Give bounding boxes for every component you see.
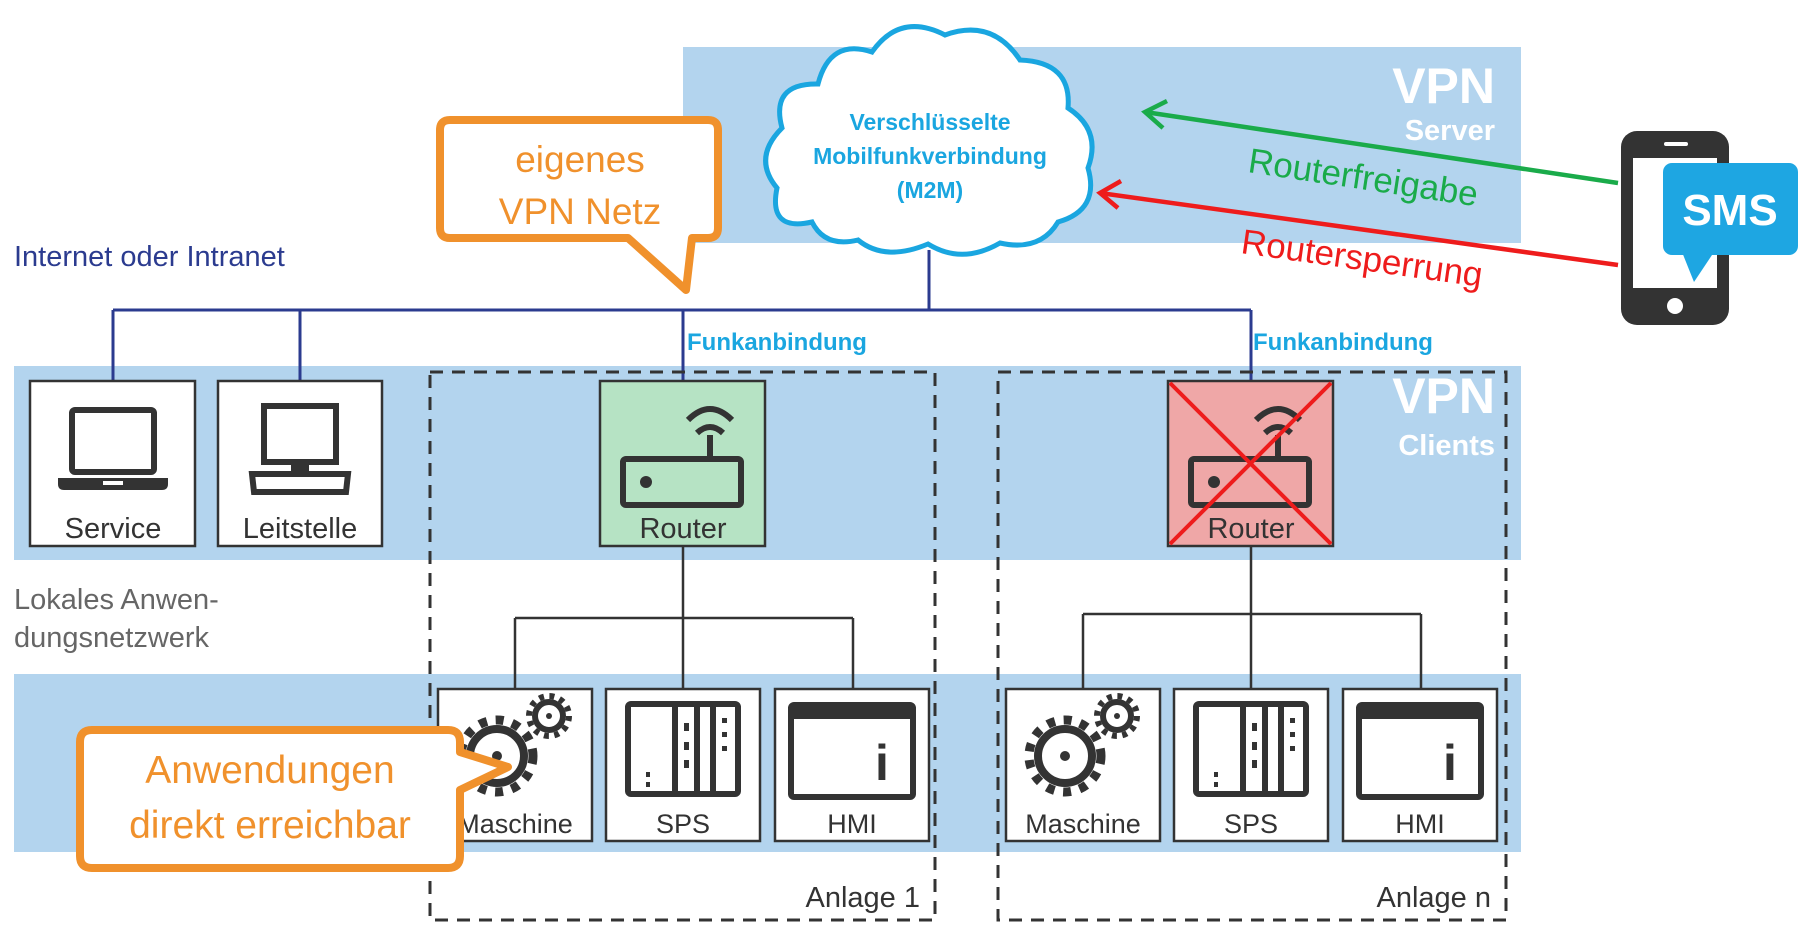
gears-icon <box>1024 693 1140 797</box>
cloud-text-1: Verschlüsselte <box>849 109 1010 135</box>
svg-text:i: i <box>875 735 889 791</box>
maschine-anlage-n: Maschine <box>1004 687 1162 843</box>
service-device: Service <box>28 379 197 548</box>
info-panel-icon: i <box>1356 702 1484 800</box>
router-1-label: Router <box>639 513 726 545</box>
anlage-1-frame <box>428 370 937 922</box>
callout-vpn-netz-line2: VPN Netz <box>499 191 661 232</box>
cloud-text-3: (M2M) <box>897 177 963 203</box>
leitstelle-label: Leitstelle <box>243 513 357 545</box>
router-anlage-1: Router <box>598 379 767 548</box>
sps-anlage-1: SPS <box>604 687 762 843</box>
sps-n-label: SPS <box>1224 809 1278 839</box>
callout-anwendungen-line2: direkt erreichbar <box>129 804 411 847</box>
leitstelle-device: Leitstelle <box>216 379 384 548</box>
anlage-1-label: Anlage 1 <box>806 882 921 914</box>
sps-1-label: SPS <box>656 809 710 839</box>
svg-text:i: i <box>1443 735 1457 791</box>
maschine-n-label: Maschine <box>1025 809 1141 839</box>
sps-anlage-n: SPS <box>1172 687 1330 843</box>
callout-vpn-netz: eigenes VPN Netz <box>436 116 722 294</box>
funkanbindung-label-n: Funkanbindung <box>1253 329 1433 356</box>
desktop-monitor-icon <box>248 403 352 495</box>
laptop-icon <box>58 407 168 490</box>
vpn-clients-subtitle: Clients <box>1398 430 1495 462</box>
cloud-text-2: Mobilfunkverbindung <box>813 143 1047 169</box>
callout-vpn-netz-line1: eigenes <box>515 139 645 180</box>
local-network-label-2: dungsnetzwerk <box>14 622 210 654</box>
sms-bubble-icon: SMS <box>1663 163 1798 282</box>
internet-label: Internet oder Intranet <box>14 241 285 273</box>
wifi-router-icon <box>1188 406 1312 508</box>
local-lines <box>513 545 1423 689</box>
anlage-n-label: Anlage n <box>1377 882 1492 914</box>
wifi-router-icon <box>620 406 744 508</box>
plc-rack-icon <box>625 701 741 797</box>
funkanbindung-label-1: Funkanbindung <box>687 329 867 356</box>
callout-anwendungen-line1: Anwendungen <box>145 749 394 792</box>
plc-rack-icon <box>1193 701 1309 797</box>
hmi-anlage-n: i HMI <box>1341 687 1499 843</box>
hmi-anlage-1: i HMI <box>773 687 931 843</box>
service-label: Service <box>65 513 162 545</box>
router-anlage-n: Router <box>1166 379 1335 548</box>
sms-label: SMS <box>1682 186 1777 235</box>
blocked-cross-icon <box>1168 381 1333 546</box>
router-n-label: Router <box>1207 513 1294 545</box>
info-panel-icon: i <box>788 702 916 800</box>
vpn-server-subtitle: Server <box>1405 115 1495 147</box>
maschine-1-label: Maschine <box>457 809 573 839</box>
vpn-clients-title: VPN <box>1392 368 1495 424</box>
hmi-1-label: HMI <box>827 809 877 839</box>
anlage-n-frame <box>996 370 1508 922</box>
hmi-n-label: HMI <box>1395 809 1445 839</box>
local-network-label-1: Lokales Anwen- <box>14 584 219 616</box>
network-lines <box>111 250 1253 381</box>
vpn-server-title: VPN <box>1392 58 1495 114</box>
m2m-cloud: Verschlüsselte Mobilfunkverbindung (M2M) <box>763 24 1095 257</box>
smartphone: SMS <box>1621 131 1798 325</box>
callout-anwendungen: Anwendungen direkt erreichbar <box>76 726 512 872</box>
